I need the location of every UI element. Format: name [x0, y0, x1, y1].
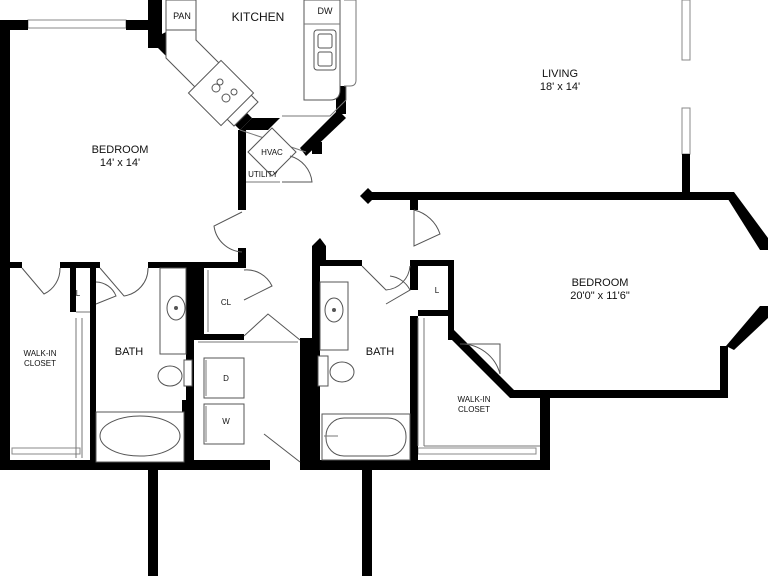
bath2-label: BATH	[366, 346, 395, 358]
bedroom2-label: BEDROOM	[572, 277, 629, 289]
doors	[21, 209, 501, 463]
room-labels: KITCHEN PAN DW LIVING 18' x 14' BEDROOM …	[23, 6, 629, 426]
dryer-label: D	[223, 374, 229, 383]
kitchen-fixtures	[165, 0, 357, 153]
bedroom2-size: 20'0" x 11'6"	[570, 290, 630, 302]
pantry-label: PAN	[173, 11, 191, 21]
bath2-fixtures	[317, 281, 411, 461]
linen1-label: L	[76, 289, 81, 298]
closet-shelves	[75, 270, 540, 458]
windows	[11, 0, 691, 455]
laundry	[198, 341, 298, 445]
living-label: LIVING	[542, 68, 578, 80]
dishwasher-label: DW	[318, 6, 333, 16]
bedroom1-label: BEDROOM	[92, 144, 149, 156]
walkin1-label-line2: CLOSET	[24, 359, 56, 368]
linen2-label: L	[435, 286, 440, 295]
utility-label: UTILITY	[248, 170, 278, 179]
washer-label: W	[222, 417, 230, 426]
living-size: 18' x 14'	[540, 81, 580, 93]
walkin2-label-line1: WALK-IN	[457, 395, 490, 404]
walkin2-label-line2: CLOSET	[458, 405, 490, 414]
bath1-fixtures	[95, 267, 193, 463]
closet-label: CL	[221, 298, 232, 307]
bath1-label: BATH	[115, 346, 144, 358]
hvac-utility	[246, 127, 313, 183]
kitchen-label: KITCHEN	[232, 10, 285, 24]
walkin1-label-line1: WALK-IN	[23, 349, 56, 358]
hvac-label: HVAC	[261, 148, 283, 157]
bedroom1-size: 14' x 14'	[100, 157, 140, 169]
